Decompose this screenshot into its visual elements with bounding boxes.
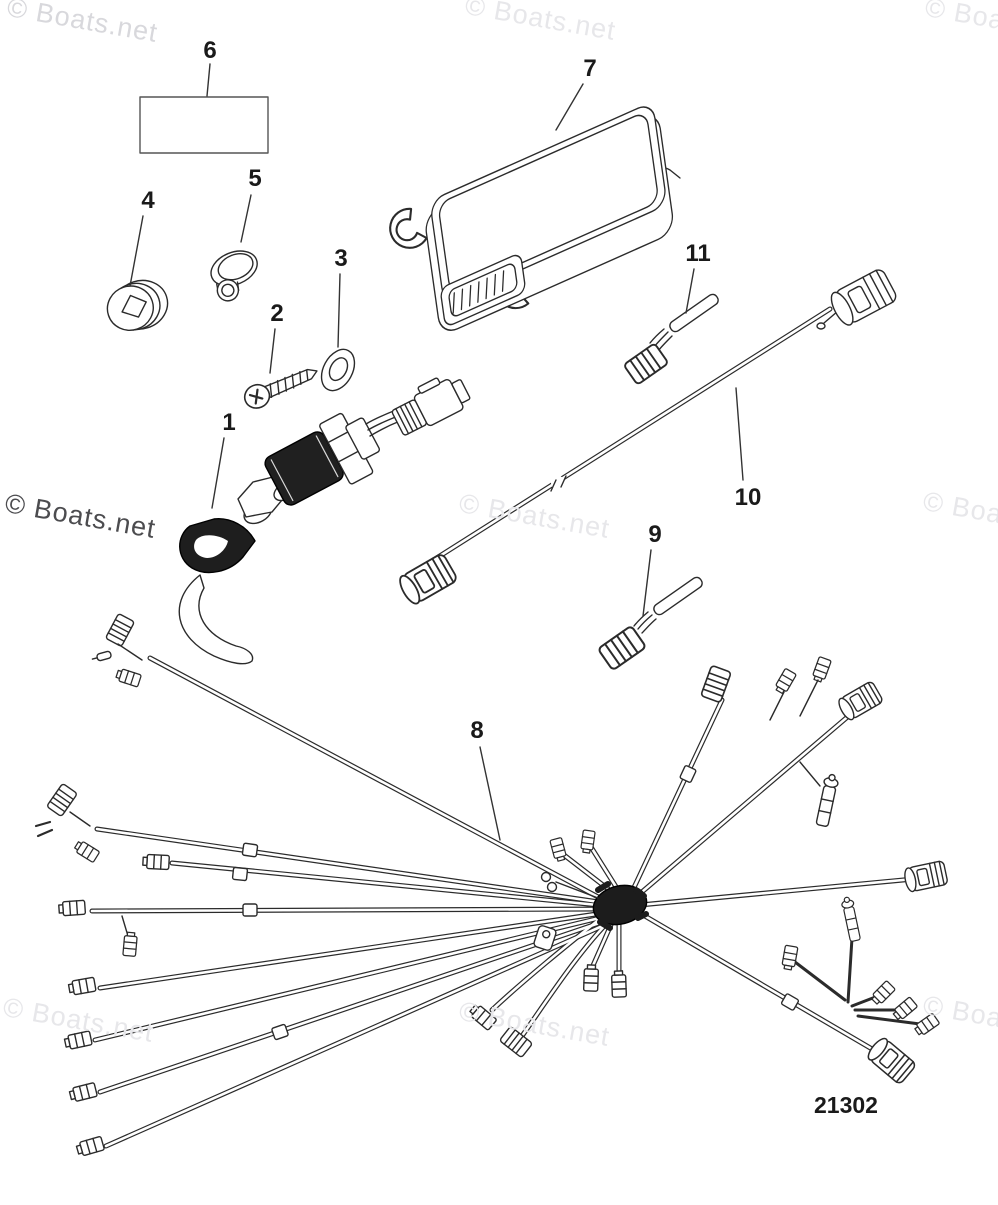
part-8-engine-harness <box>34 612 949 1158</box>
callout-8: 8 <box>470 717 483 744</box>
part-9-connector <box>596 574 705 672</box>
callout-5: 5 <box>248 165 261 192</box>
callout-7: 7 <box>583 55 596 82</box>
drawing-number: 21302 <box>814 1092 878 1118</box>
callout-11: 11 <box>685 240 710 267</box>
callout-2: 2 <box>270 300 283 327</box>
part-2-screw <box>243 368 318 409</box>
part-5-bushing <box>210 250 258 302</box>
callout-9: 9 <box>648 521 661 548</box>
part-3-washer <box>320 348 356 392</box>
callout-3: 3 <box>334 245 347 272</box>
part-10-extension-cable <box>395 266 900 608</box>
part-4-grommet <box>106 279 169 331</box>
part-7-ecm-module <box>382 106 681 331</box>
leader-lines <box>129 63 744 841</box>
callout-10: 10 <box>735 484 762 511</box>
callout-1: 1 <box>222 409 235 436</box>
part-11-connector <box>622 291 721 386</box>
callout-6: 6 <box>203 37 216 64</box>
callout-4: 4 <box>141 187 155 214</box>
part-6-decal <box>139 96 269 154</box>
part-1-ignition-key-switch <box>178 377 471 665</box>
